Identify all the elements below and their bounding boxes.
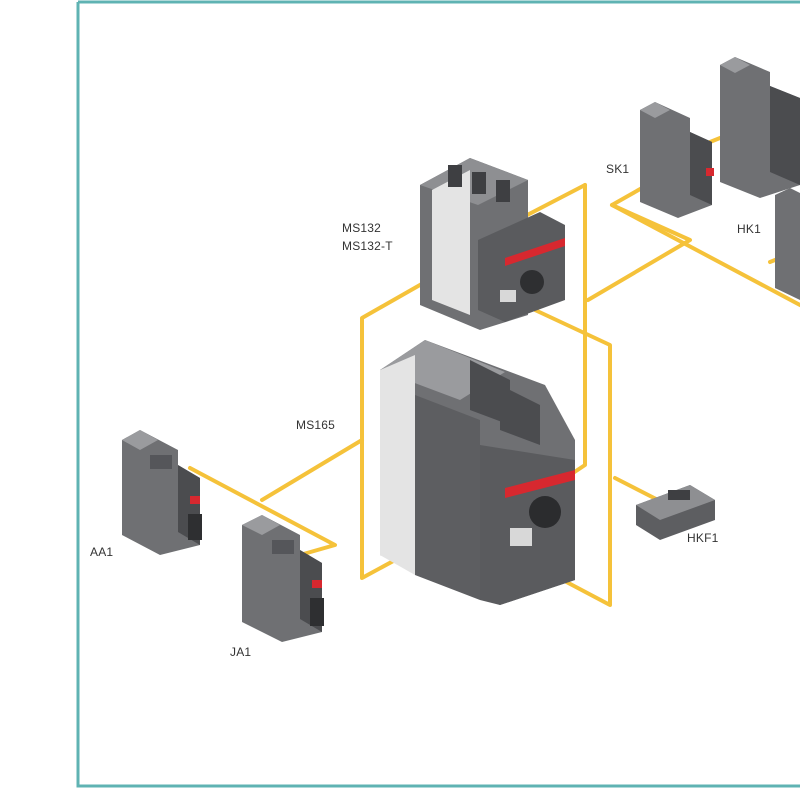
ms132-device	[420, 158, 565, 330]
connector-to-sk1	[586, 173, 692, 302]
connector-hkf1	[613, 476, 660, 502]
hk1-device-top	[720, 57, 800, 198]
connector-ms165-aux	[260, 438, 364, 502]
ms165-device	[380, 340, 575, 605]
connector-aa1	[188, 466, 337, 557]
label-hk1: HK1	[737, 222, 761, 236]
hk1-device-bottom	[775, 188, 800, 300]
connector-lines	[188, 126, 800, 607]
label-aa1: AA1	[90, 545, 113, 559]
hkf1-device	[636, 485, 715, 540]
frame-border	[76, 0, 800, 788]
label-ms132: MS132	[342, 221, 381, 235]
connector-ms132-hkf1	[533, 308, 612, 607]
connector-to-hk1	[610, 203, 800, 307]
ja1-device	[242, 515, 324, 642]
label-ja1: JA1	[230, 645, 251, 659]
label-hkf1: HKF1	[687, 531, 719, 545]
aa1-device	[122, 430, 202, 555]
label-sk1: SK1	[606, 162, 629, 176]
label-ms132-t: MS132-T	[342, 239, 393, 253]
label-ms165: MS165	[296, 418, 335, 432]
sk1-device	[640, 102, 714, 218]
